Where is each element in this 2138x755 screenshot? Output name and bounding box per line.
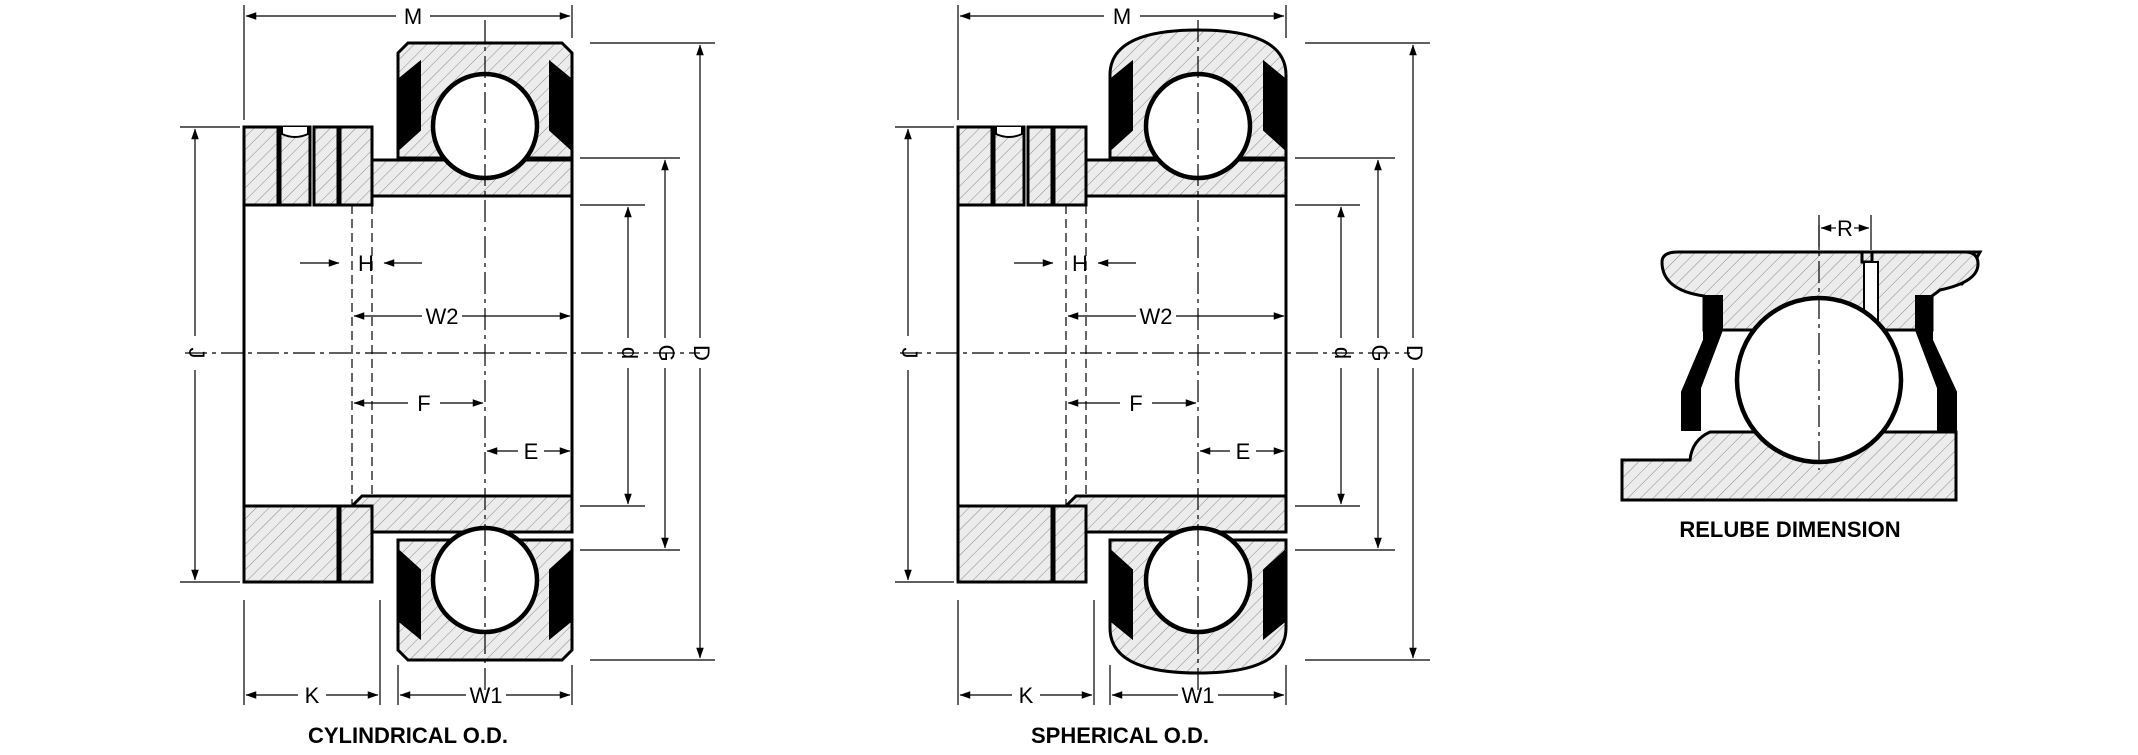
dim-label-e: E bbox=[1236, 439, 1251, 464]
collar-bottom bbox=[956, 504, 1054, 584]
ball-top bbox=[1143, 71, 1253, 181]
collar-top-left bbox=[242, 125, 280, 207]
seal-right-top bbox=[1263, 59, 1287, 153]
seal-right-bottom bbox=[1263, 547, 1287, 641]
dim-label-w2: W2 bbox=[426, 304, 459, 329]
cylindrical-od-figure: M J H W2 F E d G D K W1 CYLINDRICAL O.D. bbox=[180, 4, 715, 748]
dim-label-w1: W1 bbox=[470, 683, 503, 708]
dim-label-d-outer: D bbox=[689, 345, 714, 361]
dim-label-r: R bbox=[1837, 216, 1853, 241]
relube-seal-right bbox=[1915, 295, 1957, 431]
dim-label-d: d bbox=[1330, 347, 1355, 359]
set-screw-slot bbox=[281, 127, 309, 138]
inner-extension-bottom bbox=[1052, 504, 1088, 584]
inner-extension-bottom bbox=[338, 504, 374, 584]
relube-inner-ring bbox=[1620, 430, 1958, 502]
collar-top-inner bbox=[338, 125, 374, 207]
seal-left-bottom bbox=[397, 547, 421, 641]
dim-label-f: F bbox=[1129, 391, 1142, 416]
inner-ring-bottom bbox=[350, 494, 574, 534]
dim-label-h: H bbox=[1072, 251, 1088, 276]
dim-label-d: d bbox=[617, 347, 642, 359]
collar-set-screw bbox=[278, 125, 312, 207]
dim-label-k: K bbox=[305, 683, 320, 708]
dim-label-g: G bbox=[654, 344, 679, 361]
inner-ring-bottom bbox=[1064, 494, 1288, 534]
collar-top-right bbox=[312, 125, 340, 207]
relube-dimension-figure: R RELUBE DIMENSION bbox=[1620, 215, 1983, 542]
dim-label-d-outer: D bbox=[1402, 345, 1427, 361]
dim-label-j: J bbox=[184, 348, 209, 359]
dim-label-m: M bbox=[1113, 4, 1131, 29]
figure-caption-cylindrical: CYLINDRICAL O.D. bbox=[308, 723, 508, 748]
relube-outer-ring-body bbox=[1660, 250, 1980, 332]
seal-left-top bbox=[397, 59, 421, 153]
collar-bottom bbox=[242, 504, 340, 584]
spherical-od-figure: M J H W2 F E d G D K W1 SPHERICAL O.D. bbox=[895, 4, 1430, 748]
dim-label-k: K bbox=[1019, 683, 1034, 708]
dim-label-m: M bbox=[404, 4, 422, 29]
seal-right-bottom bbox=[549, 547, 573, 641]
seal-left-bottom bbox=[1109, 547, 1133, 641]
dim-label-f: F bbox=[417, 391, 430, 416]
set-screw-slot bbox=[995, 127, 1023, 138]
dim-label-h: H bbox=[358, 251, 374, 276]
figure-caption-spherical: SPHERICAL O.D. bbox=[1031, 723, 1209, 748]
dim-label-g: G bbox=[1367, 344, 1392, 361]
dim-label-w1: W1 bbox=[1182, 683, 1215, 708]
collar-top-left bbox=[956, 125, 994, 207]
dim-label-j: J bbox=[897, 348, 922, 359]
collar-top-inner bbox=[1052, 125, 1088, 207]
seal-left-top bbox=[1109, 59, 1133, 153]
seal-right-top bbox=[549, 59, 573, 153]
relube-seal-left bbox=[1681, 295, 1723, 431]
dim-label-w2: W2 bbox=[1140, 304, 1173, 329]
collar-top-right bbox=[1026, 125, 1054, 207]
ball-top bbox=[430, 71, 540, 181]
figure-caption-relube: RELUBE DIMENSION bbox=[1679, 517, 1900, 542]
collar-set-screw bbox=[992, 125, 1026, 207]
dim-label-e: E bbox=[524, 439, 539, 464]
